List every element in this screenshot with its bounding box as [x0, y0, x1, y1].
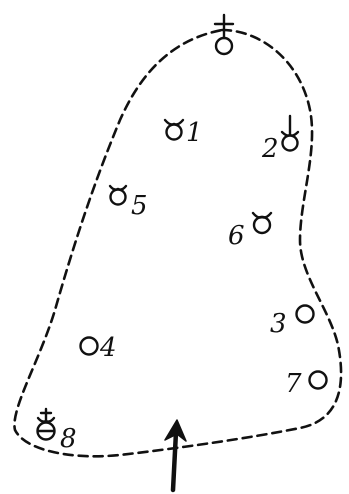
marker-1: 1 — [163, 118, 203, 148]
marker-8: 8 — [36, 407, 77, 454]
marker-7: 7 — [285, 369, 328, 399]
marker-4: 4 — [79, 333, 117, 363]
marker-2: 2 — [261, 114, 300, 164]
marker-4-label: 4 — [99, 333, 117, 363]
marker-2-label: 2 — [261, 134, 279, 164]
marker-8-label: 8 — [60, 424, 77, 454]
marker-6-label: 6 — [228, 221, 245, 251]
marker-top-cross — [213, 13, 235, 56]
dashed-boundary — [13, 28, 343, 458]
marker-3-label: 3 — [270, 309, 287, 339]
marker-5-label: 5 — [131, 191, 148, 221]
marker-3: 3 — [270, 304, 315, 339]
marker-6: 6 — [228, 211, 273, 251]
entrance-arrow-icon — [164, 419, 187, 493]
marker-7-label: 7 — [285, 369, 302, 399]
marker-1-label: 1 — [186, 118, 203, 148]
marker-5: 5 — [108, 184, 148, 221]
